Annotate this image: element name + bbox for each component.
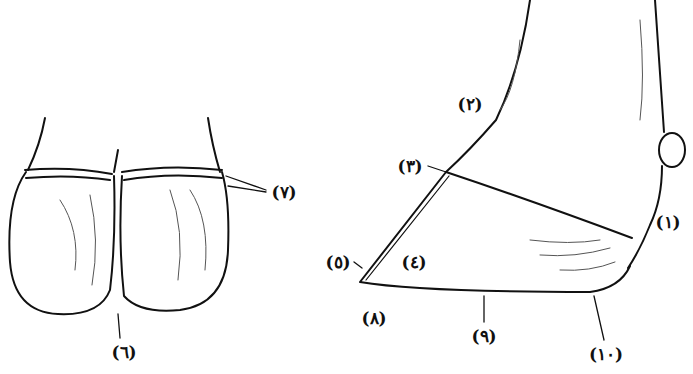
leg-outline — [446, 0, 530, 172]
leg-outline — [28, 118, 45, 170]
hoof-wall-line — [366, 176, 449, 280]
cleft-line — [114, 150, 118, 172]
callout-number: (١) — [655, 213, 680, 232]
coronet-band — [25, 169, 112, 174]
leg-outline — [655, 0, 664, 132]
coronet-band — [446, 172, 632, 238]
callout-number: (٤) — [401, 253, 426, 272]
coronet-band — [26, 176, 110, 180]
leader-line — [118, 314, 120, 338]
callout-number: (١٠) — [589, 345, 623, 364]
leader-line — [594, 296, 604, 340]
dewclaw — [659, 133, 685, 167]
shading — [530, 240, 615, 270]
claw-outline — [9, 172, 114, 314]
claw-outline — [120, 172, 228, 311]
leg-outline — [208, 118, 220, 172]
callout-number: (٣) — [397, 157, 422, 176]
shading — [60, 190, 206, 285]
callout-number: (٧) — [271, 183, 296, 202]
coronet-band — [122, 167, 222, 172]
callout-number: (٨) — [361, 309, 386, 328]
hoof-outline — [360, 172, 630, 292]
callout-number: (٢) — [457, 95, 482, 114]
shading — [500, 20, 643, 120]
callout-number: (٩) — [471, 327, 496, 346]
leader-line — [428, 166, 446, 172]
coronet-band — [124, 175, 222, 180]
callout-number: (٦) — [111, 343, 136, 362]
callout-number: (٥) — [325, 253, 350, 272]
leader-line — [354, 262, 362, 268]
leader-line — [226, 176, 266, 192]
leader-line — [483, 296, 484, 322]
